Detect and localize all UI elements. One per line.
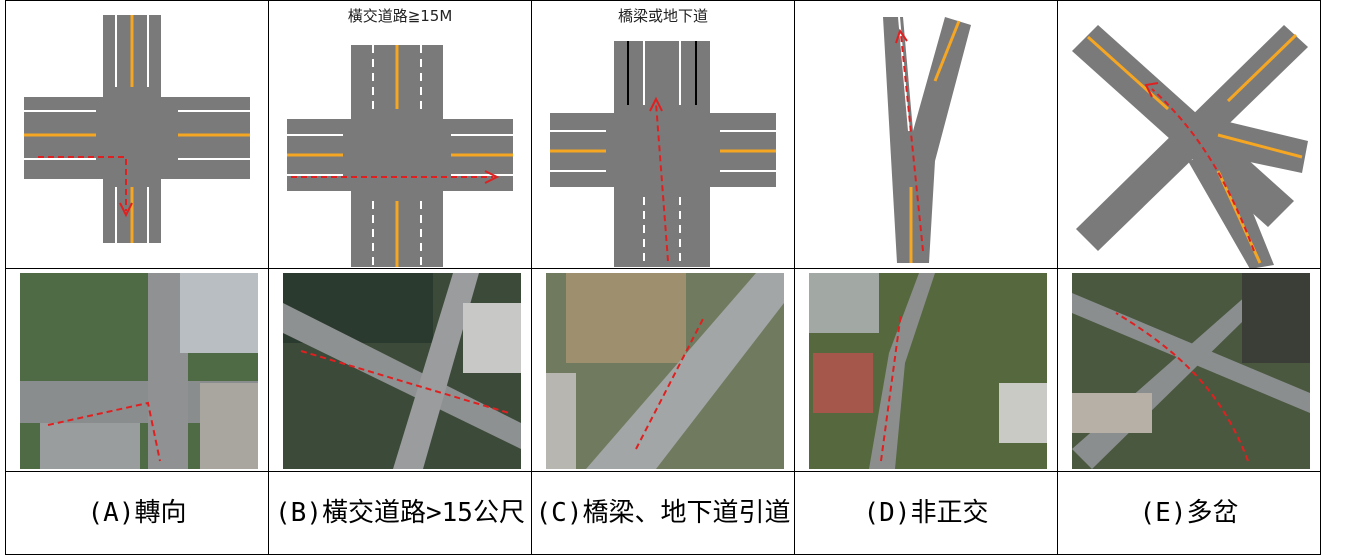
diagram-b-label: 橫交道路≧15M bbox=[347, 7, 453, 25]
photo-d bbox=[794, 268, 1058, 472]
intersection-b-diagram bbox=[287, 45, 513, 267]
diagram-e-multi-leg bbox=[1057, 0, 1321, 269]
aerial-photo-c bbox=[546, 273, 784, 469]
diagram-b-wide-crossroad: 橫交道路≧15M bbox=[268, 0, 532, 269]
diagram-a-turning bbox=[5, 0, 269, 269]
photo-b bbox=[268, 268, 532, 472]
aerial-photo-a bbox=[20, 273, 258, 469]
caption-b: (B)橫交道路>15公尺 bbox=[268, 471, 532, 555]
caption-row: (A)轉向 (B)橫交道路>15公尺 (C)橋梁、地下道引道 (D)非正交 (E… bbox=[5, 471, 1321, 555]
photo-row bbox=[5, 268, 1321, 472]
intersection-e-diagram bbox=[1072, 25, 1308, 268]
diagram-c-label: 橋梁或地下道 bbox=[617, 7, 708, 25]
intersection-c-diagram bbox=[550, 41, 776, 267]
aerial-photo-d bbox=[809, 273, 1047, 469]
aerial-photo-b bbox=[283, 273, 521, 469]
intersection-d-diagram bbox=[883, 16, 971, 263]
figure-table: 橫交道路≧15M 橋梁或地下道 bbox=[5, 0, 1321, 555]
caption-c: (C)橋梁、地下道引道 bbox=[531, 471, 795, 555]
caption-a: (A)轉向 bbox=[5, 471, 269, 555]
photo-e bbox=[1057, 268, 1321, 472]
intersection-a-diagram bbox=[24, 15, 250, 243]
diagram-d-skewed bbox=[794, 0, 1058, 269]
photo-a bbox=[5, 268, 269, 472]
caption-d: (D)非正交 bbox=[794, 471, 1058, 555]
photo-c bbox=[531, 268, 795, 472]
caption-e: (E)多岔 bbox=[1057, 471, 1321, 555]
diagram-c-bridge-underpass: 橋梁或地下道 bbox=[531, 0, 795, 269]
diagram-row: 橫交道路≧15M 橋梁或地下道 bbox=[5, 0, 1321, 269]
aerial-photo-e bbox=[1072, 273, 1310, 469]
